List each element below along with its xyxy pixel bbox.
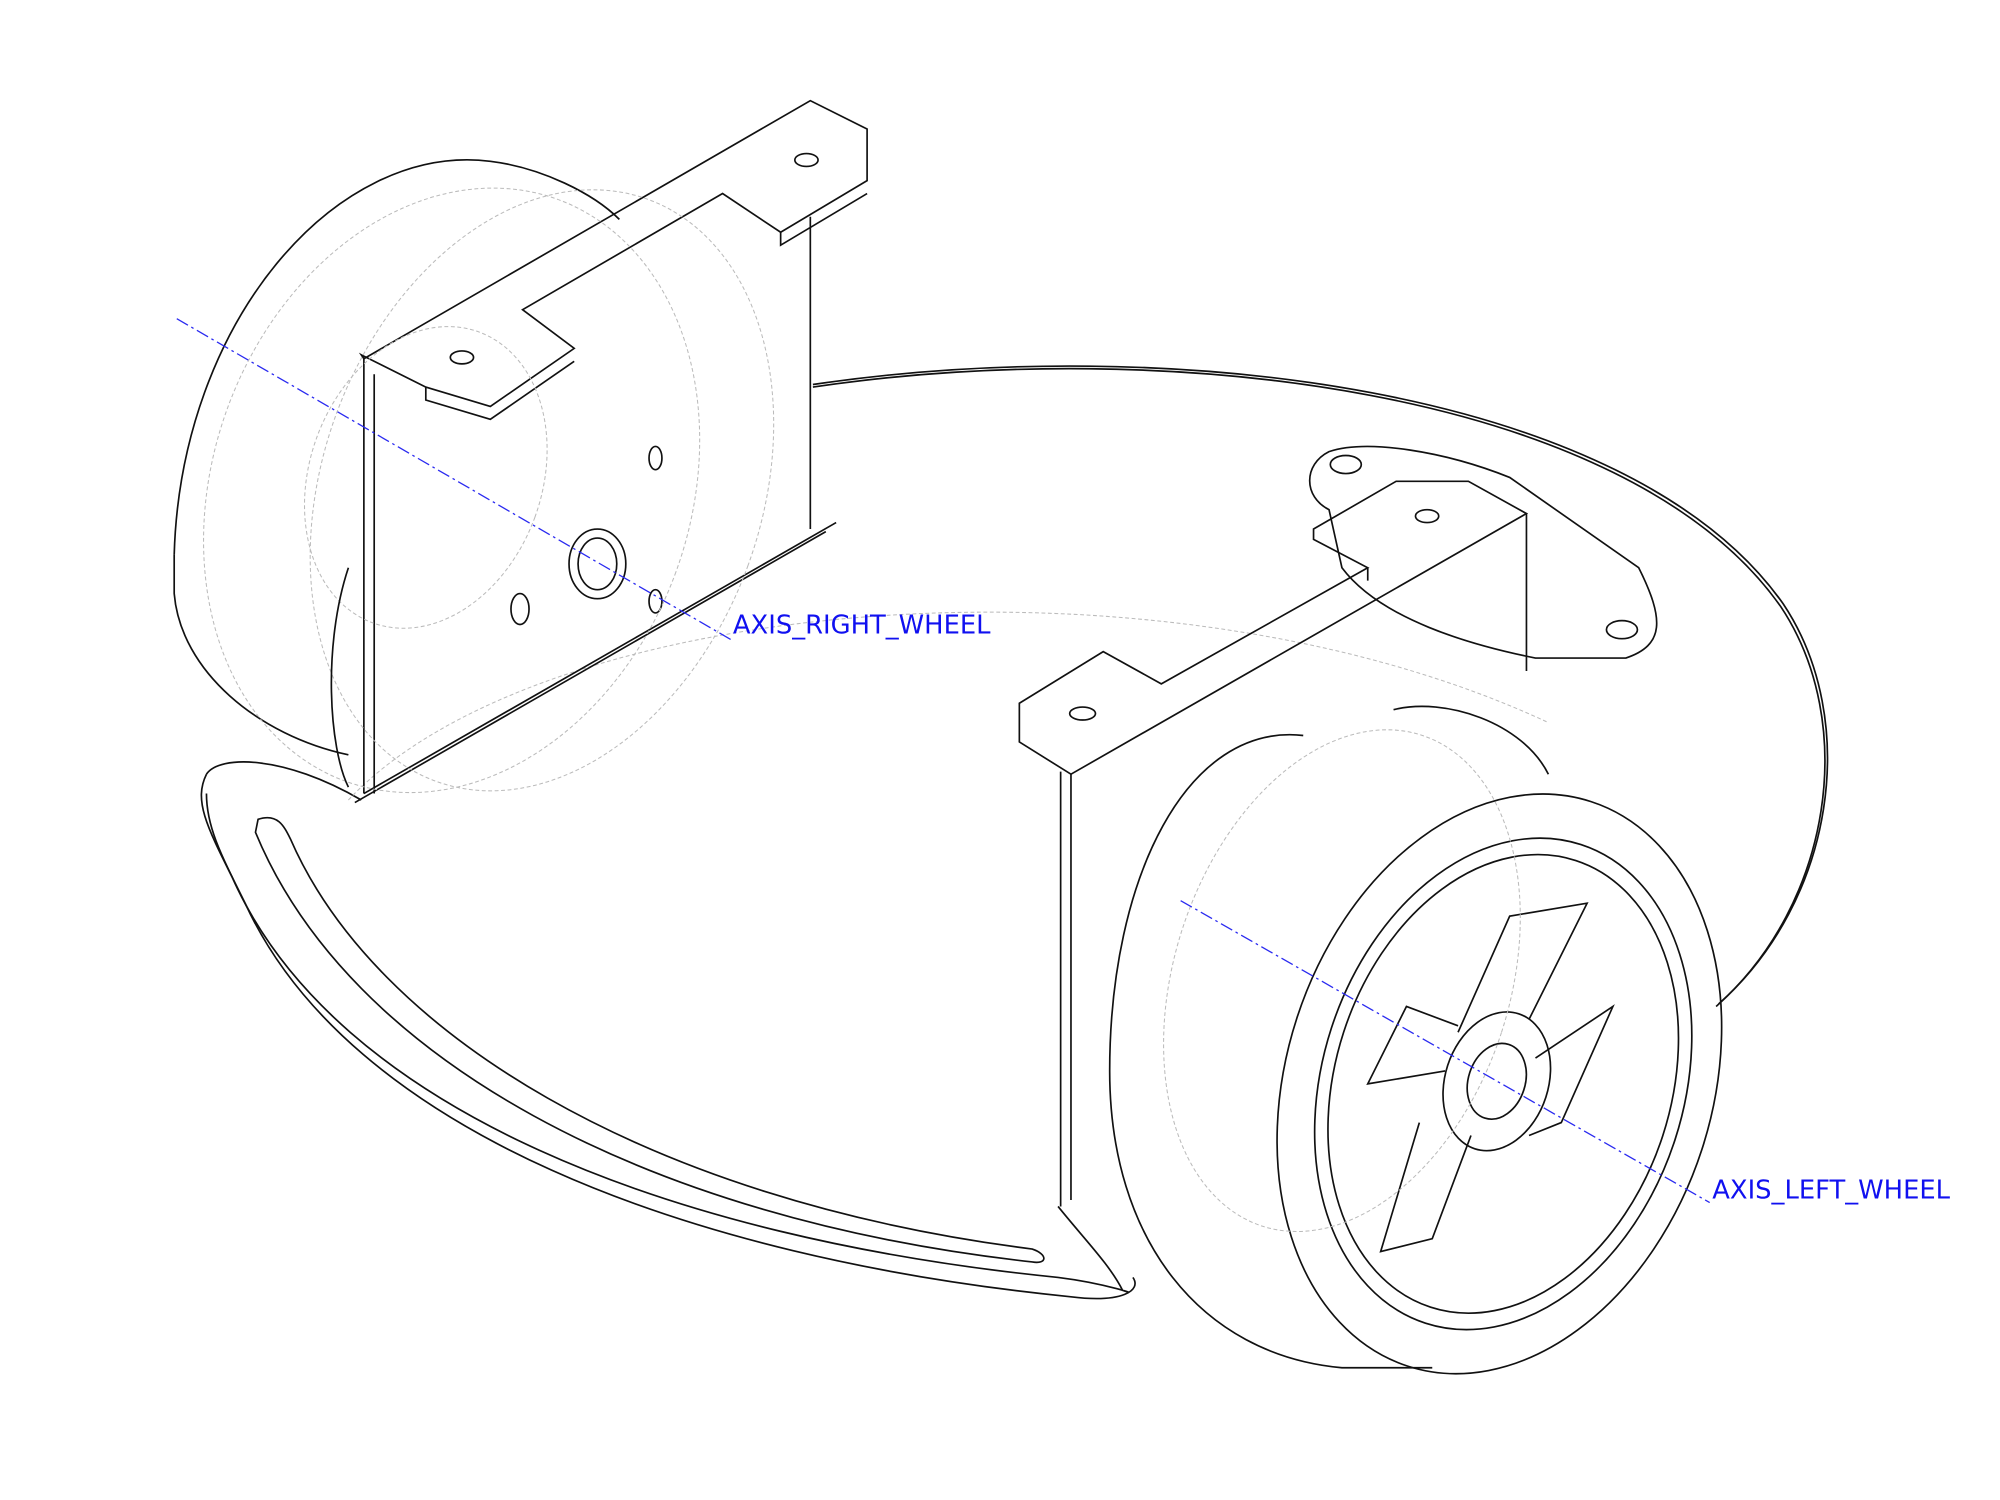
axis-left-wheel-label: AXIS_LEFT_WHEEL <box>1712 1176 1950 1206</box>
right-wheel <box>173 159 775 794</box>
right-motor-bracket <box>354 99 868 804</box>
axis-left-wheel-line <box>1180 900 1710 1204</box>
left-motor-bracket <box>1018 445 1658 1207</box>
left-wheel <box>1108 705 1723 1375</box>
base-plate <box>200 365 1829 1300</box>
axis-right-wheel-label: AXIS_RIGHT_WHEEL <box>733 611 991 641</box>
axis-right-wheel-line <box>176 318 732 641</box>
